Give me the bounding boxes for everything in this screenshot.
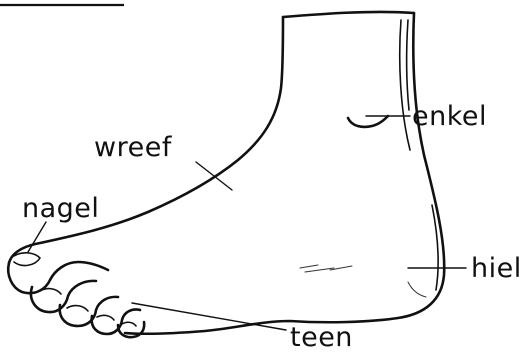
label-instep: wreef <box>94 132 173 163</box>
label-nail: nagel <box>22 193 99 224</box>
label-toes: teen <box>290 322 353 353</box>
nail-leader <box>28 222 46 252</box>
foot-drawing <box>8 12 444 337</box>
toes-leader <box>132 303 286 330</box>
label-ankle: enkel <box>412 101 487 132</box>
label-heel: hiel <box>471 253 522 284</box>
